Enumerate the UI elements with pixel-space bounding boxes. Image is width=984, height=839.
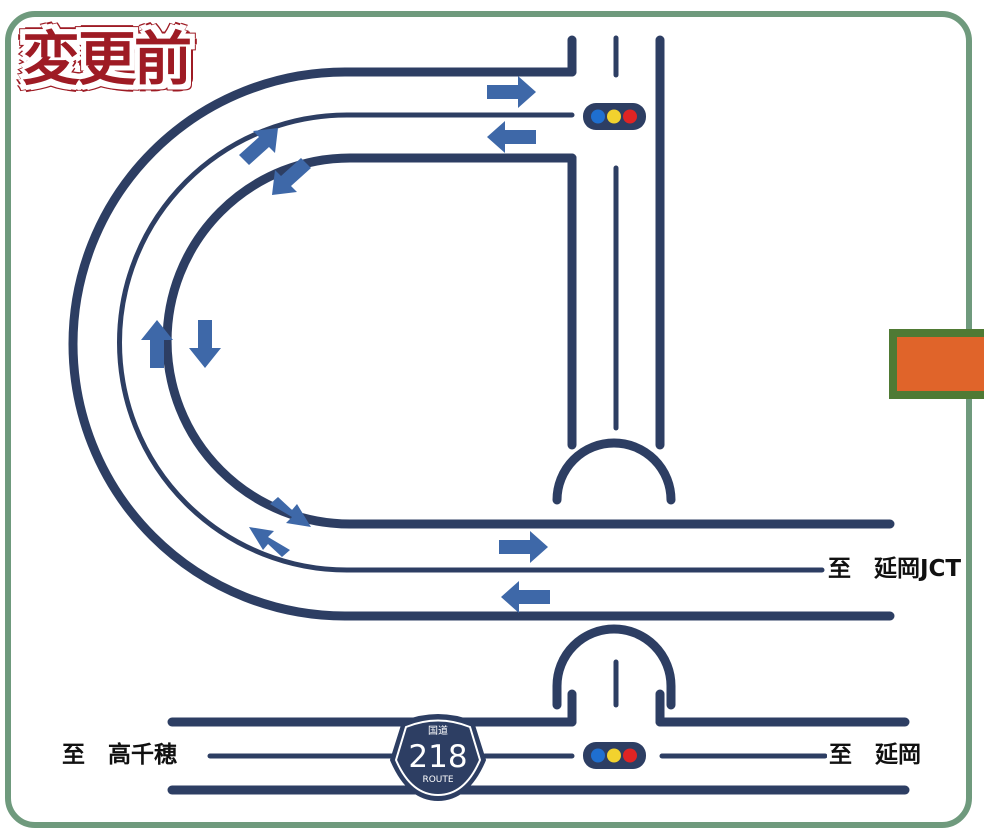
shield-top-text: 国道 <box>428 724 448 737</box>
label-nobeoka-jct: 至 延岡JCT <box>826 556 964 582</box>
arrow-down-right <box>270 497 311 527</box>
label-takachiho: 至 高千穂 <box>60 742 179 768</box>
arrow-left-top <box>487 121 536 153</box>
loop-inner-edge <box>162 153 895 529</box>
signal-yellow-icon <box>607 748 621 763</box>
route-218-shield-icon: 国道 218 ROUTE <box>389 714 487 802</box>
shield-number: 218 <box>408 739 467 775</box>
map-frame <box>5 11 972 828</box>
south-connector-curve <box>552 624 676 710</box>
side-box <box>889 329 984 399</box>
direction-arrows <box>141 76 550 613</box>
arrow-left-bottom <box>501 581 550 613</box>
signal-red-icon <box>623 748 637 763</box>
arrow-up-right <box>239 128 278 165</box>
signal-yellow-icon <box>607 109 621 124</box>
signal-blue-icon <box>591 748 605 763</box>
arrow-right-top <box>487 76 536 108</box>
arrow-down-left <box>272 158 311 195</box>
label-nobeoka: 至 延岡 <box>827 742 923 768</box>
traffic-signal-north <box>583 103 646 130</box>
shield-bottom-text: ROUTE <box>422 775 453 785</box>
north-road-end-curve <box>552 438 676 505</box>
signal-blue-icon <box>591 109 605 124</box>
arrow-down-left-side <box>189 320 221 368</box>
loop-outer-edge <box>68 67 895 621</box>
signal-red-icon <box>623 109 637 124</box>
arrow-up-left-lower <box>249 527 290 557</box>
arrow-right-bottom <box>499 531 548 563</box>
page-title: 変更前 <box>22 25 192 93</box>
arrow-up-left-side <box>141 320 173 368</box>
traffic-signal-south <box>583 742 646 769</box>
loop-center-line <box>117 112 825 573</box>
